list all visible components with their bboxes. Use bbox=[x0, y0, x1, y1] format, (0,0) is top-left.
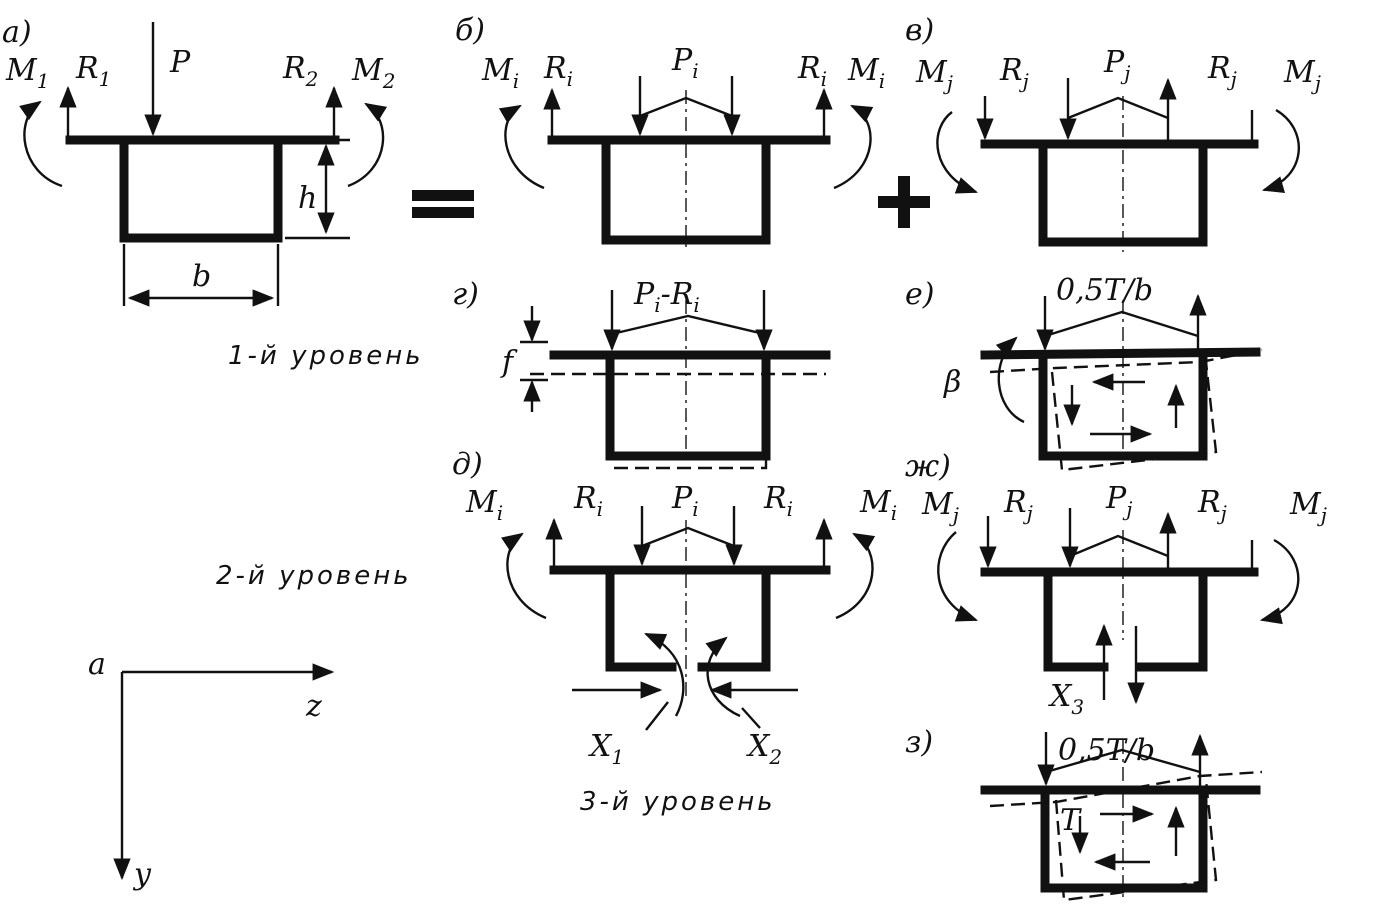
label-r1: R1 bbox=[75, 51, 111, 91]
operator-equals bbox=[412, 190, 474, 218]
label-t: T bbox=[1060, 803, 1082, 838]
moment-arrow-mj-right-zh bbox=[1259, 538, 1300, 625]
label-f: f bbox=[500, 345, 518, 380]
load-bracket-v bbox=[1067, 96, 1169, 120]
operator-plus bbox=[878, 176, 930, 228]
label-ri-right: Ri bbox=[797, 51, 827, 91]
panel-zh: ж) Mj Rj Pj Rj Mj X3 bbox=[905, 449, 1327, 719]
label-mi-right-d: Mi bbox=[859, 485, 897, 525]
panel-label-e: е) bbox=[905, 277, 934, 312]
label-mj-right-zh: Mj bbox=[1289, 487, 1327, 527]
load-bracket-g bbox=[611, 314, 765, 336]
moment-arrow-m2 bbox=[347, 102, 388, 188]
label-pi-minus-ri: Pi-Ri bbox=[633, 277, 700, 317]
label-h: h bbox=[298, 181, 317, 216]
label-z: z bbox=[305, 689, 322, 724]
box-d-right bbox=[697, 565, 771, 672]
moment-arrow-mi-right bbox=[833, 104, 874, 190]
rotated-flange-e bbox=[989, 348, 1263, 374]
rotated-box-e bbox=[1050, 361, 1218, 472]
moment-arrow-mi-left-d bbox=[501, 532, 547, 620]
panel-label-d: д) bbox=[452, 447, 483, 482]
x2-moment-arrow bbox=[705, 636, 741, 718]
deflected-bottom-g bbox=[614, 458, 768, 470]
box-d-left bbox=[605, 565, 677, 672]
label-rj-right: Rj bbox=[1207, 51, 1237, 91]
label-b: b bbox=[192, 259, 211, 294]
moment-arrow-mi-left bbox=[498, 104, 545, 190]
panel-label-axes: a bbox=[88, 647, 106, 682]
moment-arrow-mj-right bbox=[1261, 108, 1300, 193]
label-ri-right-d: Ri bbox=[763, 481, 793, 521]
box-a bbox=[119, 135, 283, 243]
load-bracket-d bbox=[641, 526, 735, 548]
torque-bracket-e bbox=[1044, 310, 1199, 338]
rotation-arrow-beta bbox=[995, 336, 1025, 424]
box-zh-left bbox=[1043, 567, 1109, 672]
panel-label-z: з) bbox=[905, 725, 933, 760]
label-pj: Pj bbox=[1103, 45, 1130, 85]
load-bracket-zh bbox=[1069, 534, 1169, 558]
label-x2: X2 bbox=[746, 729, 782, 769]
label-pi-d: Pi bbox=[671, 481, 699, 521]
moment-arrow-mi-right-d bbox=[835, 532, 876, 620]
panel-label-g: г) bbox=[452, 277, 479, 312]
panel-z: з) 0,5T/b T bbox=[905, 725, 1263, 902]
x1-moment-arrow bbox=[644, 632, 685, 717]
moment-arrow-mj-left bbox=[936, 111, 979, 194]
moment-arrow-mj-left-zh bbox=[937, 531, 979, 622]
panel-v: в) Mj Rj Pj Rj Mj bbox=[905, 13, 1321, 252]
label-x1: X1 bbox=[588, 729, 624, 769]
label-y: y bbox=[132, 857, 152, 892]
label-torque-e: 0,5T/b bbox=[1056, 273, 1153, 308]
load-bracket-b bbox=[639, 96, 733, 118]
panel-label-v: в) bbox=[905, 13, 934, 48]
label-mi-left-d: Mi bbox=[465, 485, 503, 525]
panel-d: д) Mi Ri Pi Ri Mi X1 X2 2-й уровень 3-й … bbox=[216, 447, 897, 817]
label-rj-right-zh: Rj bbox=[1197, 485, 1227, 525]
level-label-third: 3-й уровень bbox=[580, 787, 776, 817]
label-p: P bbox=[169, 45, 191, 80]
coordinate-axes: a z y bbox=[88, 647, 335, 892]
panel-g: г) f Pi-Ri 1-й уровень bbox=[228, 277, 831, 470]
label-rj-left-zh: Rj bbox=[1003, 485, 1033, 525]
box-z bbox=[1040, 785, 1208, 893]
label-mi-left: Mi bbox=[481, 53, 519, 93]
label-rj-left: Rj bbox=[999, 53, 1029, 93]
label-torque-z: 0,5T/b bbox=[1058, 733, 1155, 768]
panel-label-zh: ж) bbox=[905, 449, 951, 484]
moment-arrow-m1 bbox=[19, 100, 63, 188]
label-mj-left-zh: Mj bbox=[921, 487, 959, 527]
flange-e bbox=[980, 347, 1261, 360]
panel-b: б) Mi Ri Pi Ri Mi bbox=[455, 13, 885, 250]
panel-label-a: a) bbox=[2, 15, 32, 50]
box-zh-right bbox=[1135, 567, 1208, 672]
level-label-second: 2-й уровень bbox=[216, 561, 412, 591]
label-x3: X3 bbox=[1048, 679, 1084, 719]
panel-e: е) β 0,5T/b bbox=[905, 273, 1263, 472]
label-pj-zh: Pj bbox=[1105, 481, 1132, 521]
box-b bbox=[601, 135, 771, 245]
rotated-box-z bbox=[1054, 779, 1218, 902]
label-ri-left-d: Ri bbox=[573, 481, 603, 521]
label-mj-left: Mj bbox=[915, 55, 953, 95]
box-g bbox=[605, 350, 771, 461]
label-r2: R2 bbox=[282, 51, 318, 91]
label-beta: β bbox=[943, 365, 961, 400]
label-m1: M1 bbox=[5, 53, 49, 93]
rotated-flange-z bbox=[989, 770, 1263, 808]
label-ri-left: Ri bbox=[543, 51, 573, 91]
panel-label-b: б) bbox=[455, 13, 485, 48]
torque-bracket-z bbox=[1045, 748, 1201, 774]
label-m2: M2 bbox=[351, 53, 395, 93]
label-mj-right: Mj bbox=[1283, 55, 1321, 95]
label-mi-right: Mi bbox=[847, 53, 885, 93]
x1-leader bbox=[645, 701, 669, 731]
panel-a: a) M1 R1 P R2 M2 h b bbox=[2, 15, 395, 307]
label-pi: Pi bbox=[671, 43, 699, 83]
level-label-first: 1-й уровень bbox=[228, 341, 424, 371]
x2-leader bbox=[741, 707, 761, 729]
